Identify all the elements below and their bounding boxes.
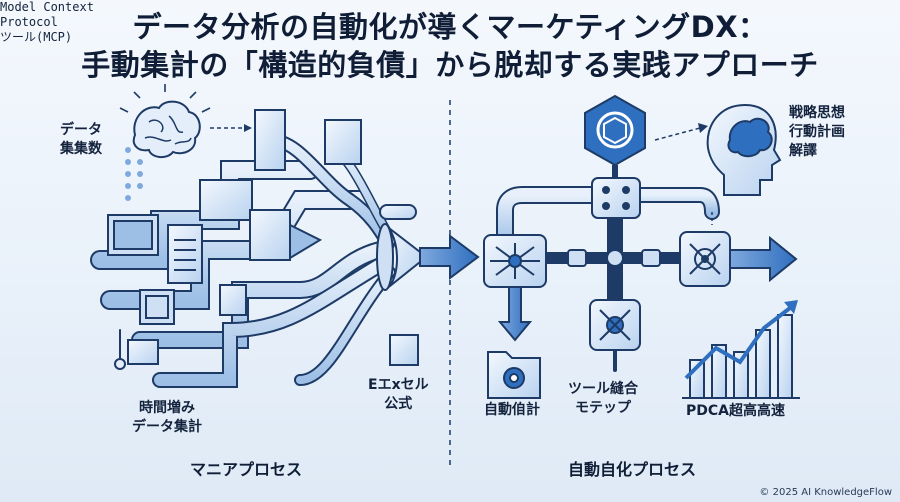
pdca-label: PDCA超高高速 [686, 403, 785, 419]
mcp-label: Model Context Protocol ツール(MCP) [0, 0, 94, 44]
trend-line [684, 306, 792, 380]
plug-connectors [567, 249, 661, 267]
auto-calc-label: 自動㑑計 [484, 402, 540, 418]
dot-column [125, 147, 143, 201]
excel-formula-label: Eエxセル 公式 [368, 377, 429, 412]
big-arrow-right [729, 235, 798, 283]
time-consuming-label: 時間増み データ集計 [132, 400, 202, 435]
growth-chart [682, 314, 800, 399]
copyright: © 2025 AI KnowledgeFlow [759, 487, 892, 498]
brain-rays [119, 84, 211, 113]
tool-motif-label: ツール縫合 モテップ [568, 381, 638, 416]
auto-process-label: 自動自化プロセス [568, 460, 697, 479]
data-count-label: データ 集集数 [60, 122, 102, 157]
hub-nodes [483, 177, 731, 351]
mcp-hex-node [584, 94, 646, 178]
down-arrow [497, 286, 533, 342]
tangled-pipes [90, 133, 397, 388]
funnel [376, 223, 421, 291]
manual-process-label: マニアプロセス [190, 460, 303, 479]
title-line-2: 手動集計の「構造的負債」から脱却する実践アプローチ [81, 48, 819, 82]
gear-folder-icon [487, 351, 541, 399]
brain-icon [132, 100, 201, 158]
head-brain-icon [706, 103, 782, 196]
title-line-1: データ分析の自動化が導くマーケティングDX： [132, 10, 768, 44]
strategy-label: 戦略思想 行動計画 解譯 [789, 105, 845, 159]
big-arrow-left [419, 234, 480, 280]
isometric-blocks [107, 109, 419, 366]
